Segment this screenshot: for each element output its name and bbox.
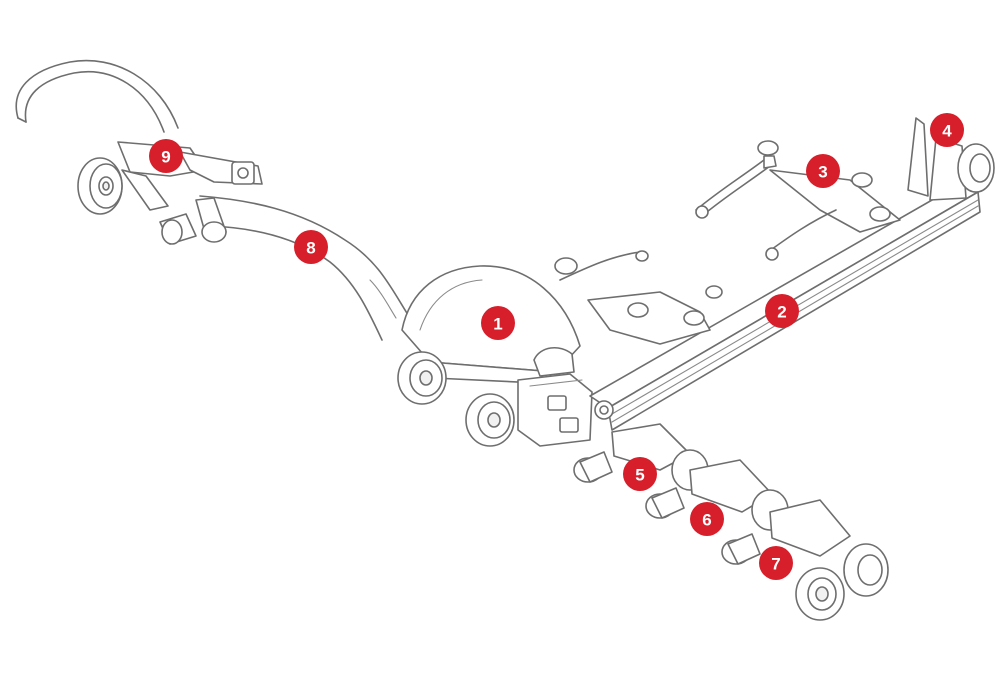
part-7-roller-link [721, 499, 889, 621]
part-4-end-post [907, 117, 995, 201]
part-9-hook-clamp [15, 59, 263, 245]
callout-2: 2 [765, 294, 799, 328]
callout-6-label: 6 [702, 511, 711, 530]
callout-2-label: 2 [777, 303, 786, 322]
callout-4: 4 [930, 113, 964, 147]
callout-4-label: 4 [942, 122, 952, 141]
callout-3-label: 3 [818, 163, 827, 182]
part-1-hub [397, 265, 593, 447]
callout-7: 7 [759, 546, 793, 580]
callout-5-label: 5 [635, 466, 644, 485]
part-3-clamps [554, 140, 901, 345]
callout-8: 8 [294, 230, 328, 264]
callout-8-label: 8 [306, 239, 315, 258]
callout-1-label: 1 [493, 315, 502, 334]
callout-3: 3 [806, 154, 840, 188]
part-8-arm [195, 195, 411, 341]
callout-9-label: 9 [161, 148, 170, 167]
callout-9: 9 [149, 139, 183, 173]
callout-7-label: 7 [771, 555, 780, 574]
callout-5: 5 [623, 457, 657, 491]
callout-6: 6 [690, 502, 724, 536]
callout-1: 1 [481, 306, 515, 340]
